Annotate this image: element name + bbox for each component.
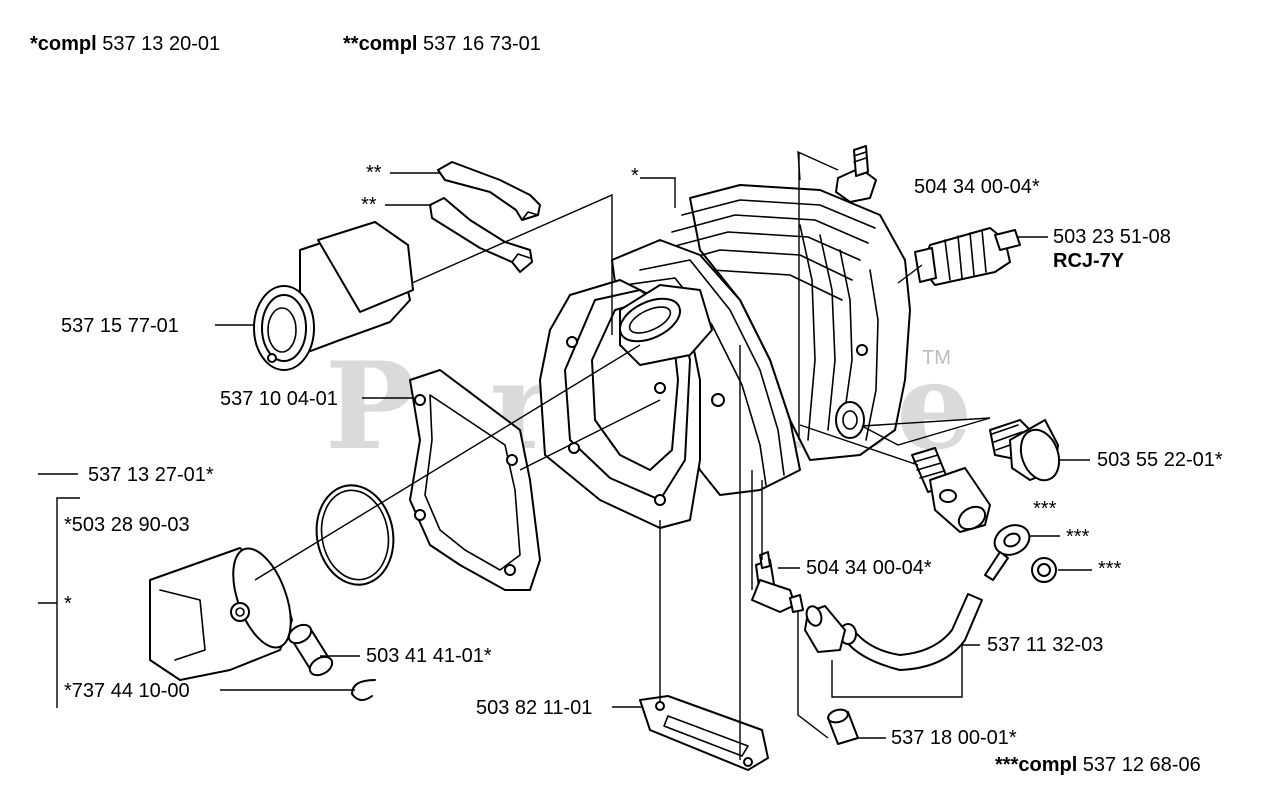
compl-assembly-label-3: ***compl 537 12 68-06 [995, 754, 1201, 776]
label-537-11-32-03: 537 11 32-03 [987, 634, 1103, 656]
plug-part [989, 419, 1061, 482]
cylinder-part [539, 184, 911, 529]
fuel-hose-part [839, 593, 983, 671]
piston-part [149, 547, 293, 681]
label-503-23-51-08: 503 23 51-08 [1053, 226, 1171, 248]
label-537-18-00-01: 537 18 00-01* [891, 727, 1017, 749]
lower-clamp-part [429, 197, 533, 273]
compl-assembly-label-1: *compl 537 13 20-01 [30, 33, 220, 55]
label-star-top: * [631, 165, 639, 187]
watermark-trademark: TM [922, 347, 951, 369]
cylinder-gasket-part [409, 369, 541, 591]
label-double-star-b: ** [361, 194, 377, 216]
decompression-valve-part [911, 447, 991, 533]
label-504-34-00-04-top: 504 34 00-04* [914, 176, 1040, 198]
intake-boot-part [253, 221, 414, 371]
spark-plug-part [914, 227, 1021, 286]
fuel-filter-part [827, 708, 859, 745]
circlip-part [351, 679, 376, 701]
upper-clamp-part [437, 161, 541, 221]
exhaust-gasket-part [639, 695, 769, 771]
label-503-82-11-01: 503 82 11-01 [476, 697, 592, 719]
label-537-15-77-01: 537 15 77-01 [61, 315, 179, 337]
needle-bearing-part [287, 623, 334, 677]
connector-part [804, 605, 846, 653]
label-rcj-7y: RCJ-7Y [1053, 250, 1125, 272]
label-triple-star-a: *** [1033, 498, 1057, 520]
banjo-fitting-part [984, 524, 1057, 583]
label-737-44-10-00: *737 44 10-00 [64, 680, 190, 702]
label-double-star-a: ** [366, 162, 382, 184]
label-503-41-41-01: 503 41 41-01* [366, 645, 492, 667]
label-503-55-22-01: 503 55 22-01* [1097, 449, 1223, 471]
elbow-fitting-mid-part [751, 551, 804, 613]
compl-assembly-label-2: **compl 537 16 73-01 [343, 33, 541, 55]
piston-ring-part [315, 484, 395, 586]
label-star-left: * [64, 593, 72, 615]
leader-lines [38, 150, 1092, 760]
label-503-28-90-03: *503 28 90-03 [64, 514, 190, 536]
label-triple-star-c: *** [1098, 558, 1122, 580]
elbow-fitting-top-part [835, 145, 877, 203]
label-537-13-27-01: 537 13 27-01* [88, 464, 214, 486]
label-537-10-04-01: 537 10 04-01 [220, 388, 338, 410]
label-504-34-00-04-mid: 504 34 00-04* [806, 557, 932, 579]
label-triple-star-b: *** [1066, 526, 1090, 548]
